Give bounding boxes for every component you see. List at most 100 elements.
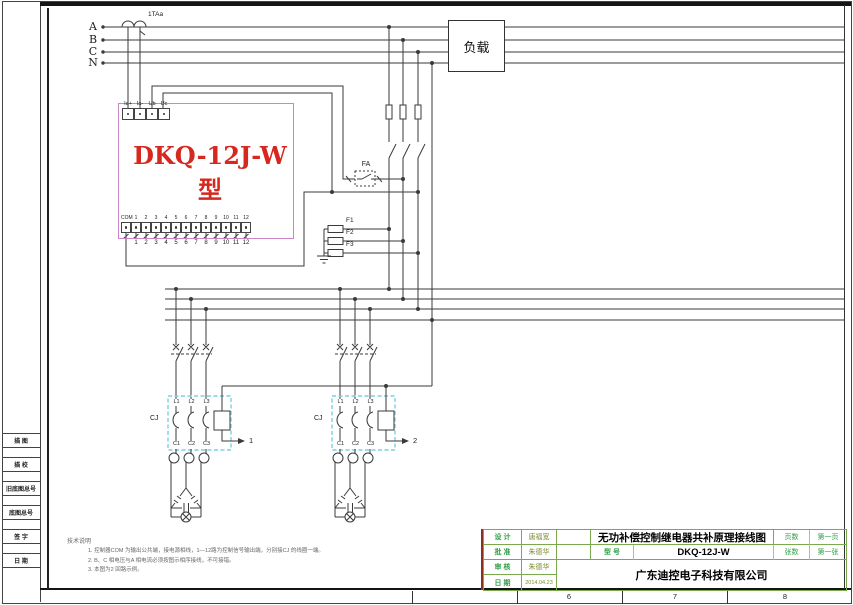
terminal-dot <box>134 226 138 229</box>
note-item: 1. 控制器COM 为输出公共端，接电源相线，1—12路为控制信号输出端，分别接… <box>88 548 324 554</box>
zone-tick <box>622 591 623 604</box>
date-label: 日 期 <box>484 575 522 590</box>
fuse1-label: F1 <box>346 217 354 224</box>
zone-number-8: 8 <box>782 592 788 601</box>
note-item: 3. 本图为2 回路示例。 <box>88 567 143 573</box>
terminal-label: L3 <box>203 399 210 405</box>
output-stubs <box>123 233 249 239</box>
sheets-label: 张数 <box>774 545 810 560</box>
output-wire-number: 8 <box>204 240 208 246</box>
terminal-box <box>201 222 211 233</box>
margin-label: 签 字 <box>2 529 40 544</box>
terminal-label: C1 <box>336 441 345 447</box>
frame-right-edge <box>844 5 845 589</box>
terminal-dot <box>174 226 178 229</box>
terminal-label: L1 <box>173 399 180 405</box>
controller-model-name: DKQ-12J-W型 <box>133 141 287 204</box>
terminal-label: C2 <box>351 441 360 447</box>
terminal-dot <box>154 226 158 229</box>
margin-label: 底图总号 <box>2 505 40 520</box>
output-terminal-label: 1 <box>134 215 138 221</box>
output-wire-number: 2 <box>144 240 148 246</box>
margin-label-cells: 描 图描 校旧底图总号底图总号签 字日 期 <box>2 433 40 577</box>
output-terminal-label: 10 <box>223 215 229 221</box>
output-terminal-label: 7 <box>194 215 198 221</box>
phase-drops-with-fuses-and-switch <box>385 27 434 386</box>
terminal-box <box>131 222 141 233</box>
ct-label: 1TAa <box>148 11 164 18</box>
margin-label: 描 图 <box>2 433 40 448</box>
input-terminal-strip <box>122 108 170 120</box>
terminal-box <box>141 222 151 233</box>
output-wire-number: 7 <box>194 240 198 246</box>
fuse2-label: F2 <box>346 229 354 236</box>
terminal-box <box>181 222 191 233</box>
output-wire-number: 5 <box>174 240 178 246</box>
output-wire-number: 1 <box>134 240 138 246</box>
titleblock-red-edge <box>481 529 483 590</box>
terminal-dot <box>244 226 248 229</box>
output-terminal-label: 11 <box>233 215 239 221</box>
terminal-label: C1 <box>172 441 181 447</box>
terminal-dot <box>224 226 228 229</box>
terminal-box <box>151 222 161 233</box>
output-terminal-label: 8 <box>204 215 208 221</box>
branch-1 <box>167 287 245 523</box>
frame-top-bar <box>40 2 851 6</box>
margin-label: 描 校 <box>2 457 40 472</box>
terminal-box <box>191 222 201 233</box>
terminal-box <box>171 222 181 233</box>
output-terminal-label: 3 <box>154 215 158 221</box>
contactor-2-label: CJ <box>314 415 323 422</box>
output-wire-number: 4 <box>164 240 168 246</box>
zone-tick <box>517 591 518 604</box>
empty-cell <box>557 530 591 545</box>
terminal-dot <box>162 112 166 116</box>
terminal-label: C3 <box>202 441 211 447</box>
terminal-box <box>231 222 241 233</box>
terminal-dot <box>194 226 198 229</box>
input-terminal-label: Ub <box>148 101 156 107</box>
terminal-dot <box>124 226 128 229</box>
coil-2-output-ref: 2 <box>413 436 418 445</box>
output-terminal-label: 4 <box>164 215 168 221</box>
terminal-dot <box>184 226 188 229</box>
terminal-box <box>121 222 131 233</box>
frame-bottom-bar <box>40 588 851 590</box>
terminal-dot <box>144 226 148 229</box>
terminal-dot <box>164 226 168 229</box>
margin-label: 日 期 <box>2 553 40 568</box>
output-terminal-label: 9 <box>214 215 218 221</box>
phase-label-a: A <box>89 20 97 33</box>
input-terminal-label: Ia+ <box>124 101 132 107</box>
pages-value: 第一页 <box>810 530 846 545</box>
output-terminal-label: 12 <box>243 215 249 221</box>
phase-label-b: B <box>88 33 98 46</box>
output-terminal-label: 5 <box>174 215 178 221</box>
contactor-1-label: CJ <box>150 415 159 422</box>
zone-tick <box>727 591 728 604</box>
terminal-label: L3 <box>367 399 374 405</box>
approve-label: 批 准 <box>484 545 522 560</box>
sheets-value: 第一张 <box>810 545 846 560</box>
design-name: 唐福宽 <box>522 530 557 545</box>
note-item: 2. B、C 相电压与A 相电流必须按图示相序接线，不可接错。 <box>88 557 235 564</box>
terminal-dot <box>234 226 238 229</box>
contactor-1-bottom-terminals: C1 C2 C3 <box>169 441 214 447</box>
zone-number-6: 6 <box>566 592 572 601</box>
terminal-dot <box>126 112 130 116</box>
design-label: 设 计 <box>484 530 522 545</box>
terminal-label: C2 <box>187 441 196 447</box>
output-terminal-label: COM <box>121 215 133 221</box>
bus-bars <box>165 288 845 321</box>
zone-number-7: 7 <box>672 592 678 601</box>
input-terminal-label: Ia- <box>136 101 144 107</box>
voltage-sampling-wires <box>151 85 405 192</box>
terminal-box <box>122 108 134 120</box>
input-terminal-label: Uc <box>160 101 168 107</box>
terminal-label: L1 <box>337 399 344 405</box>
terminal-box <box>146 108 158 120</box>
branch-2 <box>331 287 409 523</box>
